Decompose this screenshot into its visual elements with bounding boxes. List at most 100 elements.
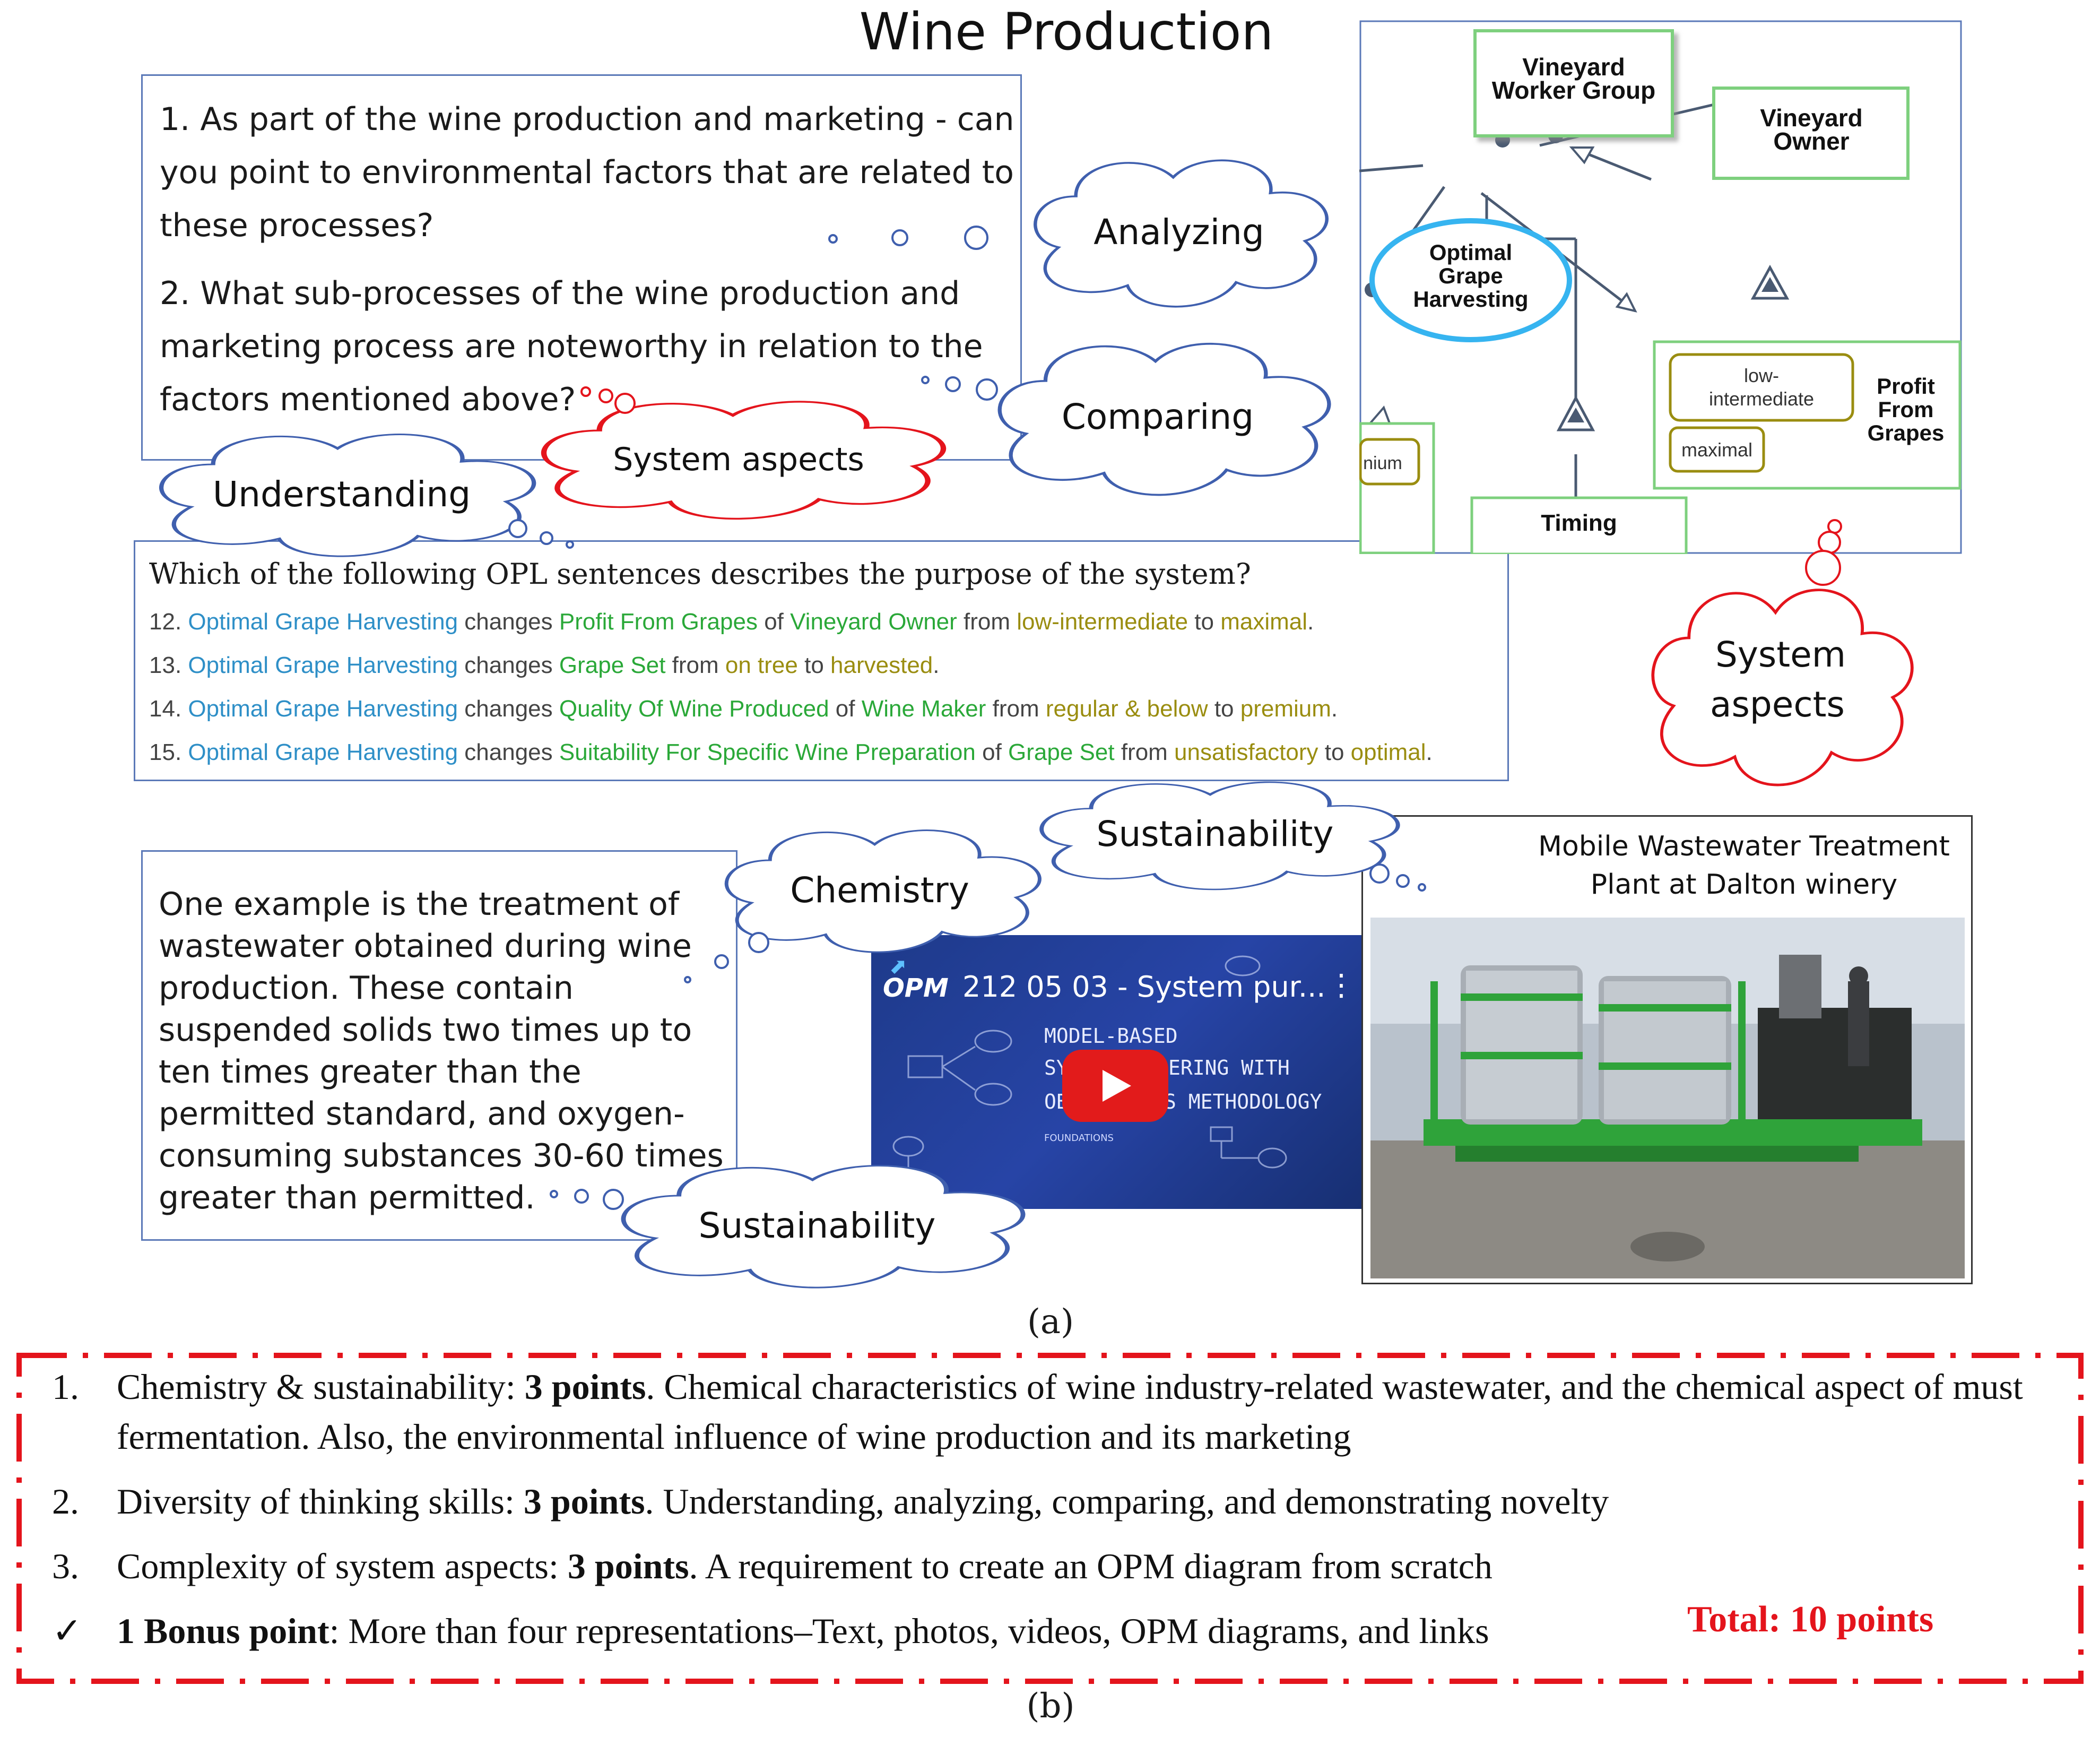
opl-of: of — [829, 696, 862, 722]
opl-period: . — [1331, 696, 1338, 722]
opl-sentence-12[interactable]: 12. Optimal Grape Harvesting changes Pro… — [149, 600, 1507, 644]
wastewater-text-box: One example is the treatment of wastewat… — [141, 850, 737, 1241]
opl-sentence-15[interactable]: 15. Optimal Grape Harvesting changes Sui… — [149, 731, 1507, 774]
opl-to: to — [797, 652, 831, 678]
worker-group-line2: Worker Group — [1492, 76, 1655, 104]
opl-from: from — [1114, 739, 1175, 765]
video-bg-text-4: FOUNDATIONS — [1044, 1133, 1114, 1144]
cloud-system-aspects-2-line2: aspects — [1710, 684, 1845, 725]
cloud-system-aspects-1-label: System aspects — [613, 441, 864, 478]
exhibition-triangle-2-inner — [1567, 408, 1584, 422]
opl-sentence-13[interactable]: 13. Optimal Grape Harvesting changes Gra… — [149, 644, 1507, 687]
video-bg-text-1: MODEL-BASED — [1044, 1024, 1178, 1048]
caption-a: (a) — [1027, 1302, 1074, 1342]
thought-clouds-layer: Analyzing Comparing System aspects Under… — [0, 0, 2100, 1337]
opl-process: Optimal Grape Harvesting — [188, 696, 458, 722]
opl-period: . — [1307, 609, 1314, 635]
opl-sentence-14[interactable]: 14. Optimal Grape Harvesting changes Qua… — [149, 687, 1507, 731]
opl-state-to: premium — [1240, 696, 1331, 722]
rubric-number: 3. — [52, 1546, 79, 1586]
cloud-system-aspects-2-line1: System — [1715, 634, 1846, 675]
opl-verb: changes — [458, 609, 559, 635]
question-1: 1. As part of the wine production and ma… — [160, 101, 1014, 244]
state-premium-partial — [1359, 438, 1420, 486]
opl-of: of — [975, 739, 1009, 765]
opl-object: Quality Of Wine Produced — [559, 696, 829, 722]
profit-line3: Grapes — [1868, 420, 1945, 445]
opl-to: to — [1208, 696, 1240, 722]
rubric-description: : More than four representations–Text, p… — [329, 1611, 1489, 1651]
photo-caption-line1: Mobile Wastewater Treatment — [1538, 831, 1950, 862]
rubric-number: 1. — [52, 1367, 79, 1407]
cloud-sustainability-2-label: Sustainability — [699, 1205, 936, 1246]
opl-object: Suitability For Specific Wine Preparatio… — [559, 739, 976, 765]
video-bg-text-2b: ERING WITH — [1168, 1056, 1290, 1079]
owner-line2: Owner — [1773, 127, 1849, 155]
arrow-head-2 — [1615, 292, 1637, 313]
video-thumbnail[interactable]: OPM ⬈ 212 05 03 - System pur... ⋮ MODEL-… — [871, 935, 1361, 1209]
opl-owner: Vineyard Owner — [790, 609, 957, 635]
opl-question-box: Which of the following OPL sentences des… — [134, 540, 1509, 781]
wastewater-plant-photo: Mobile Wastewater Treatment Plant at Dal… — [1361, 815, 1973, 1284]
object-timing — [1470, 496, 1688, 554]
video-play-button[interactable] — [1062, 1050, 1168, 1122]
check-icon: ✓ — [52, 1611, 82, 1651]
wastewater-text: One example is the treatment of wastewat… — [159, 886, 724, 1216]
state-low-line2: intermediate — [1709, 388, 1814, 410]
opl-process: Optimal Grape Harvesting — [188, 739, 458, 765]
state-maximal — [1669, 426, 1765, 473]
video-logo-arrow-icon: ⬈ — [889, 954, 907, 979]
opl-state-from: unsatisfactory — [1174, 739, 1318, 765]
video-title[interactable]: 212 05 03 - System pur... — [962, 970, 1326, 1004]
link-left-2 — [1359, 164, 1424, 172]
opl-number: 14. — [149, 696, 182, 722]
process-optimal-grape-harvesting — [1369, 218, 1572, 342]
opl-process: Optimal Grape Harvesting — [188, 652, 458, 678]
opl-number: 13. — [149, 652, 182, 678]
process-line3: Harvesting — [1413, 287, 1528, 312]
opl-object: Grape Set — [559, 652, 666, 678]
opl-verb: changes — [458, 739, 559, 765]
opl-to: to — [1318, 739, 1351, 765]
opl-verb: changes — [458, 652, 559, 678]
rubric-bonus: 1 Bonus point — [117, 1611, 329, 1651]
rubric-points: 3 points — [567, 1546, 689, 1586]
opl-state-from: regular & below — [1045, 696, 1208, 722]
profit-line2: From — [1878, 397, 1934, 422]
rubric-criterion: Complexity of system aspects: — [117, 1546, 568, 1586]
question-2: 2. What sub-processes of the wine produc… — [160, 275, 983, 418]
opl-state-to: optimal — [1350, 739, 1426, 765]
state-low-line1: low- — [1744, 365, 1779, 386]
opl-object: Profit From Grapes — [559, 609, 758, 635]
opl-owner: Wine Maker — [861, 696, 986, 722]
opl-verb: changes — [458, 696, 559, 722]
photo-caption: Mobile Wastewater Treatment Plant at Dal… — [1363, 827, 1971, 904]
opl-owner: Grape Set — [1008, 739, 1115, 765]
opl-process: Optimal Grape Harvesting — [188, 609, 458, 635]
opl-from: from — [986, 696, 1046, 722]
video-channel-logo: OPM — [883, 973, 949, 1003]
rubric-description: . A requirement to create an OPM diagram… — [689, 1546, 1492, 1586]
opl-state-from: on tree — [725, 652, 798, 678]
timing-label: Timing — [1541, 510, 1617, 536]
opl-of: of — [757, 609, 791, 635]
caption-b: (b) — [1026, 1687, 1075, 1726]
cloud-analyzing-label: Analyzing — [1094, 212, 1264, 253]
opl-period: . — [933, 652, 940, 678]
questions-box: 1. As part of the wine production and ma… — [141, 74, 1022, 461]
object-vineyard-worker-group — [1473, 29, 1674, 137]
process-line2: Grape — [1438, 263, 1503, 288]
play-icon — [1103, 1070, 1131, 1102]
rubric-box: 1. Chemistry & sustainability: 3 points.… — [16, 1352, 2084, 1684]
process-line1: Optimal — [1429, 240, 1512, 265]
arrow-head-1 — [1569, 146, 1595, 165]
thought-bubbles-blue — [508, 226, 1426, 1210]
photo-image — [1370, 918, 1965, 1278]
video-bg-text-3b: S METHODOLOGY — [1164, 1090, 1322, 1113]
profit-line1: Profit — [1877, 374, 1935, 399]
video-menu-icon[interactable]: ⋮ — [1326, 968, 1356, 1002]
thought-bubbles-red — [580, 386, 1842, 586]
rubric-border — [16, 1353, 2084, 1684]
cloud-sustainability-1-label: Sustainability — [1097, 814, 1334, 854]
opl-period: . — [1426, 739, 1433, 765]
